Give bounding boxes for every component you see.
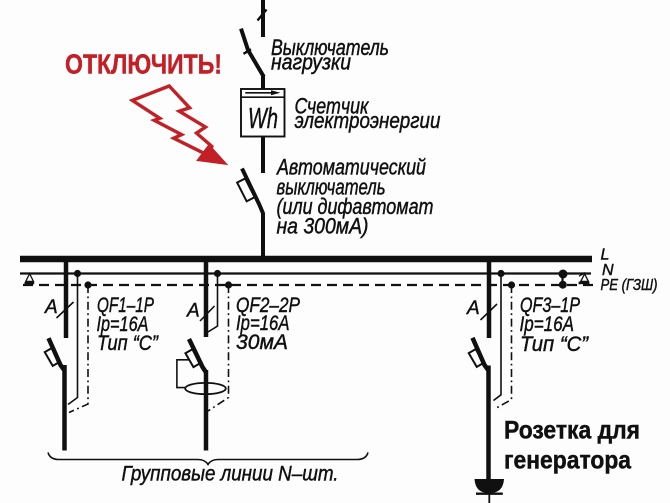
svg-text:A: A — [44, 297, 58, 318]
svg-text:электроэнергии: электроэнергии — [295, 108, 441, 133]
svg-text:L: L — [601, 247, 610, 264]
svg-text:A: A — [466, 298, 480, 319]
svg-text:Тип “С”: Тип “С” — [520, 333, 589, 356]
svg-text:Счетчик: Счетчик — [295, 94, 370, 119]
svg-text:Wh: Wh — [248, 103, 278, 135]
svg-text:нагрузки: нагрузки — [271, 50, 351, 75]
svg-text:Ip=16A: Ip=16A — [236, 312, 290, 335]
svg-text:Ip=16A: Ip=16A — [520, 313, 575, 336]
svg-text:Выключатель: Выключатель — [271, 35, 389, 60]
svg-text:30мА: 30мА — [236, 331, 288, 354]
svg-text:A: A — [186, 301, 200, 322]
svg-text:Групповые линии N–шт.: Групповые линии N–шт. — [122, 463, 339, 486]
svg-text:Тип “С”: Тип “С” — [97, 332, 159, 355]
svg-text:PE (ГЗШ): PE (ГЗШ) — [601, 277, 658, 294]
svg-text:QF2–2P: QF2–2P — [236, 294, 300, 317]
svg-text:QF1–1P: QF1–1P — [97, 294, 154, 317]
svg-text:Розетка для: Розетка для — [504, 417, 640, 445]
svg-text:на 300мА): на 300мА) — [277, 214, 369, 239]
svg-text:ОТКЛЮЧИТЬ!: ОТКЛЮЧИТЬ! — [65, 49, 222, 80]
svg-text:(или дифавтомат: (или дифавтомат — [277, 194, 434, 219]
svg-text:выключатель: выключатель — [277, 175, 386, 200]
svg-text:Автоматический: Автоматический — [275, 155, 426, 180]
svg-text:Ip=16A: Ip=16A — [97, 313, 149, 336]
svg-text:QF3–1P: QF3–1P — [520, 294, 580, 317]
svg-text:N: N — [602, 262, 614, 279]
svg-text:генератора: генератора — [504, 447, 632, 475]
